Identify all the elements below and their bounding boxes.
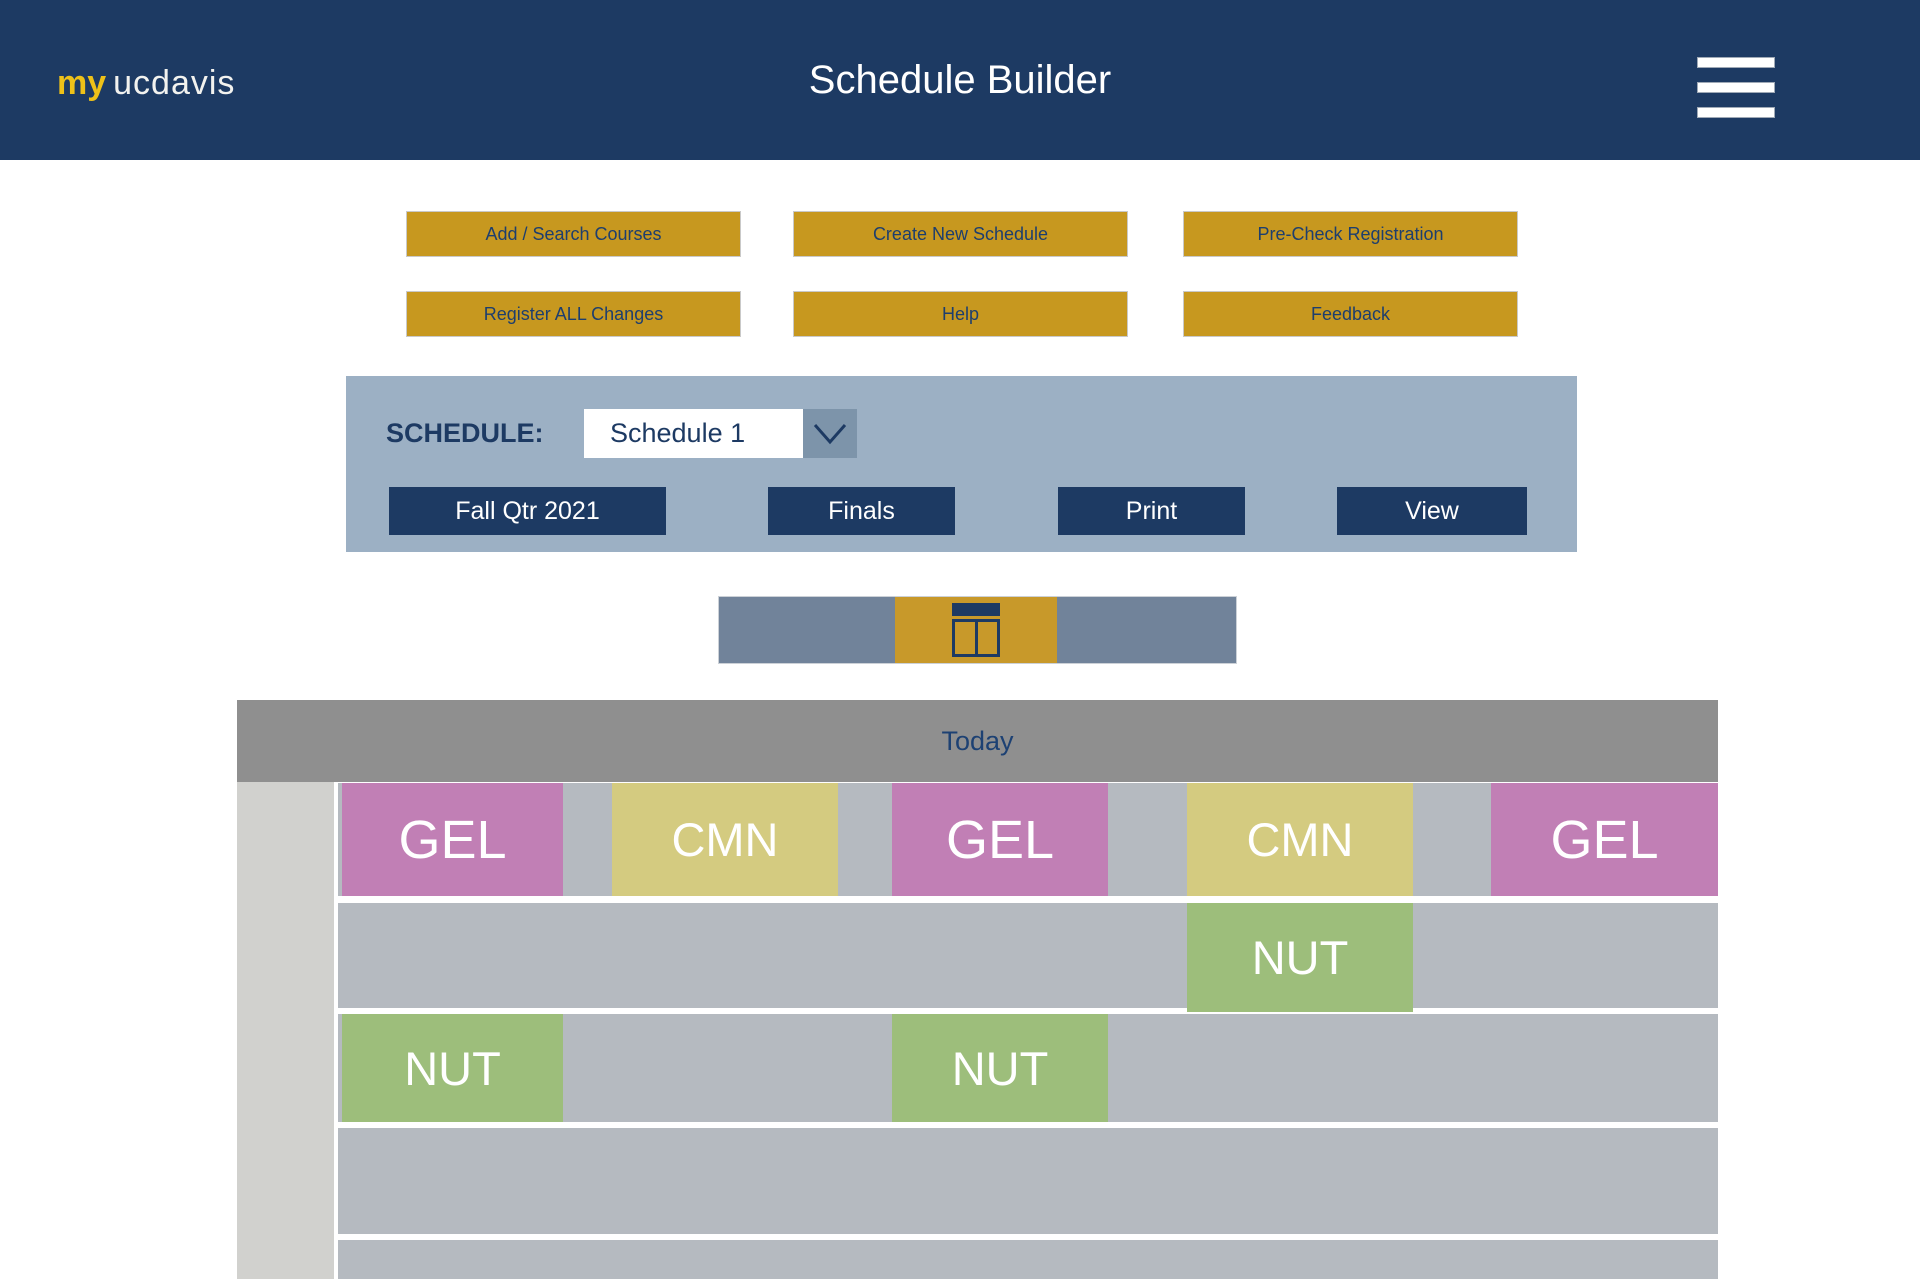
event-block-cmn-tuesday[interactable]: CMN	[612, 783, 838, 896]
calendar-icon-columns	[952, 619, 1000, 657]
page-title: Schedule Builder	[808, 58, 1112, 102]
logo-ucdavis: ucdavis	[113, 64, 236, 102]
hamburger-icon	[1697, 106, 1775, 118]
calendar-icon-header	[952, 603, 1000, 616]
register-all-changes-button[interactable]: Register ALL Changes	[406, 291, 741, 337]
calendar-row	[338, 903, 1718, 1008]
event-label: GEL	[1550, 809, 1659, 870]
event-label: CMN	[1246, 813, 1354, 866]
week-view-calendar-icon	[952, 603, 1000, 657]
feedback-button[interactable]: Feedback	[1183, 291, 1518, 337]
view-segment-left[interactable]	[719, 597, 895, 663]
event-label: GEL	[398, 809, 507, 870]
menu-button[interactable]	[1697, 54, 1775, 120]
calendar-row	[338, 1240, 1718, 1279]
event-label: NUT	[1251, 931, 1349, 984]
event-label: CMN	[671, 813, 779, 866]
term-button[interactable]: Fall Qtr 2021	[389, 487, 666, 535]
print-button[interactable]: Print	[1058, 487, 1245, 535]
event-block-nut-monday[interactable]: NUT	[342, 1014, 563, 1122]
schedule-panel: SCHEDULE: Schedule 1 Fall Qtr 2021 Final…	[346, 376, 1577, 552]
hamburger-icon	[1697, 56, 1775, 68]
hamburger-icon	[1697, 81, 1775, 93]
today-header: Today	[237, 700, 1718, 782]
event-block-gel-monday[interactable]: GEL	[342, 783, 563, 896]
event-block-nut-wednesday[interactable]: NUT	[892, 1014, 1108, 1122]
today-label: Today	[941, 725, 1014, 756]
event-block-gel-wednesday[interactable]: GEL	[892, 783, 1108, 896]
schedule-label: SCHEDULE:	[386, 418, 544, 448]
view-button[interactable]: View	[1337, 487, 1527, 535]
view-toolbar	[718, 596, 1237, 664]
schedule-select-value: Schedule 1	[610, 418, 746, 448]
create-new-schedule-button[interactable]: Create New Schedule	[793, 211, 1128, 257]
finals-button[interactable]: Finals	[768, 487, 955, 535]
view-segment-right[interactable]	[1057, 597, 1236, 663]
add-search-courses-button[interactable]: Add / Search Courses	[406, 211, 741, 257]
event-block-nut-thursday[interactable]: NUT	[1187, 903, 1413, 1012]
logo-my: my	[57, 64, 107, 102]
chevron-down-icon	[813, 423, 847, 444]
help-button[interactable]: Help	[793, 291, 1128, 337]
event-label: NUT	[404, 1041, 501, 1095]
calendar-row	[338, 1128, 1718, 1234]
pre-check-registration-button[interactable]: Pre-Check Registration	[1183, 211, 1518, 257]
event-block-cmn-thursday[interactable]: CMN	[1187, 783, 1413, 896]
calendar-icon-cell	[955, 622, 978, 654]
event-label: GEL	[945, 809, 1055, 870]
view-segment-week[interactable]	[895, 597, 1057, 663]
time-gutter	[237, 782, 334, 1279]
calendar-body: GEL CMN GEL CMN GEL NUT NUT NUT	[338, 782, 1718, 1279]
event-label: NUT	[951, 1041, 1049, 1095]
schedule-select-arrow[interactable]	[803, 409, 857, 458]
schedule-select[interactable]: Schedule 1	[584, 409, 803, 458]
event-block-gel-friday[interactable]: GEL	[1491, 783, 1718, 896]
calendar-icon-cell	[978, 622, 998, 654]
schedule-calendar: Today GEL CMN GEL CMN GEL	[237, 700, 1718, 1279]
